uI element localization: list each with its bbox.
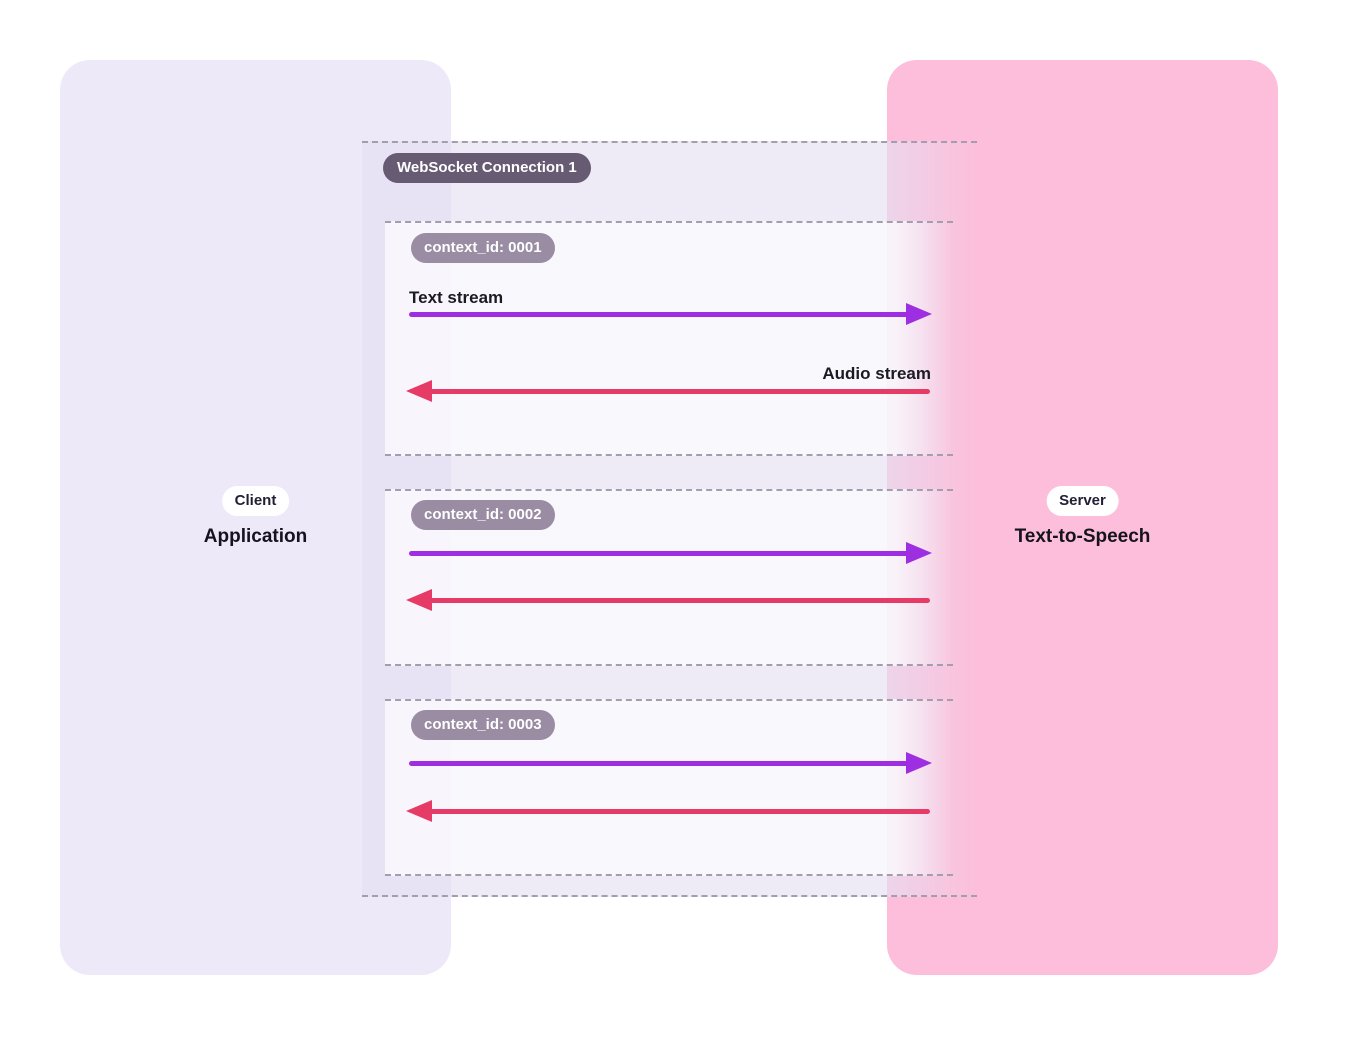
arrowhead-right-icon: [906, 752, 932, 774]
arrow-shaft: [430, 598, 930, 603]
client-title: Application: [203, 526, 308, 547]
arrowhead-left-icon: [406, 380, 432, 402]
server-role-badge: Server: [1046, 486, 1119, 516]
server-title: Text-to-Speech: [1014, 526, 1151, 547]
text-stream-label: Text stream: [409, 288, 504, 307]
arrow-shaft: [409, 551, 909, 556]
websocket-connection-badge: WebSocket Connection 1: [383, 153, 591, 183]
arrow-shaft: [430, 809, 930, 814]
context-id-badge-1: context_id: 0001: [411, 233, 555, 263]
arrow-shaft: [409, 312, 909, 317]
context-id-badge-2: context_id: 0002: [411, 500, 555, 530]
client-role-badge: Client: [221, 486, 290, 516]
audio-stream-label: Audio stream: [822, 364, 931, 383]
arrow-shaft: [430, 389, 930, 394]
arrowhead-left-icon: [406, 800, 432, 822]
arrow-shaft: [409, 761, 909, 766]
arrowhead-right-icon: [906, 542, 932, 564]
arrowhead-left-icon: [406, 589, 432, 611]
context-id-badge-3: context_id: 0003: [411, 710, 555, 740]
arrowhead-right-icon: [906, 303, 932, 325]
